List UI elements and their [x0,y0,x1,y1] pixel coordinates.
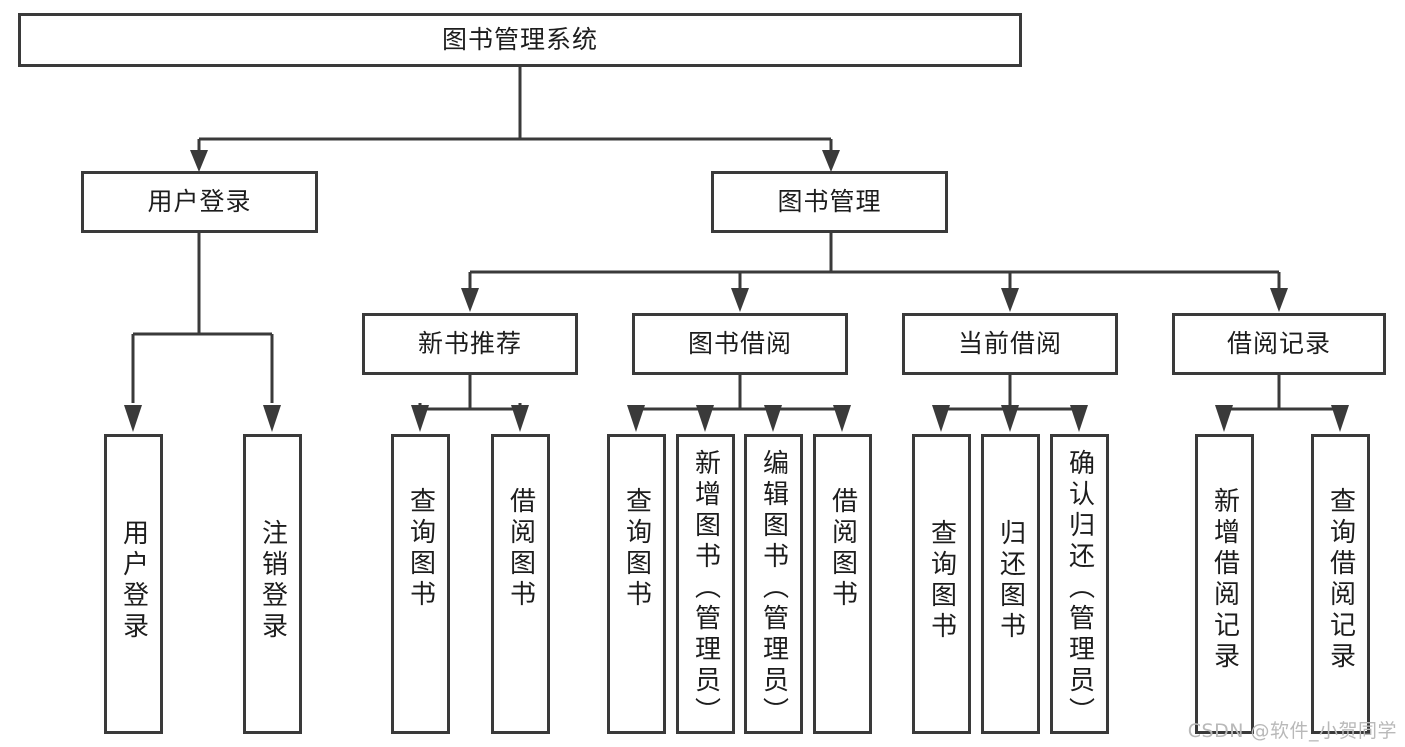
leaf-borrow-add-book[interactable]: 新增图书（管理员） [676,434,735,734]
arrow-leaf-user-1 [124,405,142,432]
arrow-current-borrow [1001,288,1019,312]
leaf-record-query-record-label: 查询借阅记录 [1325,487,1356,673]
arrow-borrow-record [1270,288,1288,312]
arrow-leaf-record-2 [1331,405,1349,432]
leaf-record-add-record[interactable]: 新增借阅记录 [1195,434,1254,734]
node-new-book-recommend-label: 新书推荐 [417,328,522,358]
arrow-leaf-current-1 [932,405,950,432]
node-current-borrow[interactable]: 当前借阅 [902,313,1118,375]
node-new-book-recommend[interactable]: 新书推荐 [362,313,578,375]
leaf-borrow-edit-book[interactable]: 编辑图书（管理员） [744,434,803,734]
node-book-management[interactable]: 图书管理 [711,171,948,233]
arrow-leaf-current-2 [1001,405,1019,432]
leaf-record-add-record-label: 新增借阅记录 [1209,487,1240,673]
leaf-current-query-book-label: 查询图书 [926,519,957,643]
leaf-borrow-borrow-book-label: 借阅图书 [827,487,858,611]
leaf-record-query-record[interactable]: 查询借阅记录 [1311,434,1370,734]
arrow-leaf-borrow-3 [764,405,782,432]
leaf-user-login-login-label: 用户登录 [118,519,149,643]
arrow-book-borrow [731,288,749,312]
leaf-user-login-logout[interactable]: 注销登录 [243,434,302,734]
leaf-borrow-query-book[interactable]: 查询图书 [607,434,666,734]
leaf-user-login-login[interactable]: 用户登录 [104,434,163,734]
leaf-newbook-borrow-book-label: 借阅图书 [505,487,536,611]
arrow-leaf-borrow-2 [696,405,714,432]
leaf-borrow-add-book-label: 新增图书（管理员） [690,449,721,728]
leaf-current-query-book[interactable]: 查询图书 [912,434,971,734]
arrow-leaf-record-1 [1215,405,1233,432]
arrow-leaf-newbook-2 [511,405,529,432]
arrow-leaf-borrow-1 [627,405,645,432]
arrow-leaf-current-3 [1070,405,1088,432]
node-user-login[interactable]: 用户登录 [81,171,318,233]
leaf-borrow-edit-book-label: 编辑图书（管理员） [758,449,789,728]
leaf-newbook-borrow-book[interactable]: 借阅图书 [491,434,550,734]
leaf-newbook-query-book[interactable]: 查询图书 [391,434,450,734]
csdn-watermark: CSDN @软件_小贺同学 [1187,720,1397,742]
arrow-leaf-user-2 [263,405,281,432]
arrow-leaf-newbook-1 [411,405,429,432]
node-book-management-label: 图书管理 [777,186,882,216]
arrow-user-login [190,150,208,172]
arrow-leaf-borrow-4 [833,405,851,432]
node-root[interactable]: 图书管理系统 [18,13,1022,67]
node-book-borrow-label: 图书借阅 [687,328,792,358]
node-book-borrow[interactable]: 图书借阅 [632,313,848,375]
node-borrow-record[interactable]: 借阅记录 [1172,313,1386,375]
node-borrow-record-label: 借阅记录 [1226,328,1331,358]
leaf-current-confirm-return-label: 确认归还（管理员） [1064,449,1095,728]
leaf-user-login-logout-label: 注销登录 [257,519,288,643]
arrow-book-mgmt [822,150,840,172]
node-user-login-label: 用户登录 [147,186,252,216]
node-current-borrow-label: 当前借阅 [957,328,1062,358]
leaf-current-return-book-label: 归还图书 [995,519,1026,643]
leaf-current-confirm-return[interactable]: 确认归还（管理员） [1050,434,1109,734]
node-root-label: 图书管理系统 [441,24,598,54]
leaf-borrow-query-book-label: 查询图书 [621,487,652,611]
arrow-new-book [461,288,479,312]
leaf-current-return-book[interactable]: 归还图书 [981,434,1040,734]
leaf-borrow-borrow-book[interactable]: 借阅图书 [813,434,872,734]
leaf-newbook-query-book-label: 查询图书 [405,487,436,611]
